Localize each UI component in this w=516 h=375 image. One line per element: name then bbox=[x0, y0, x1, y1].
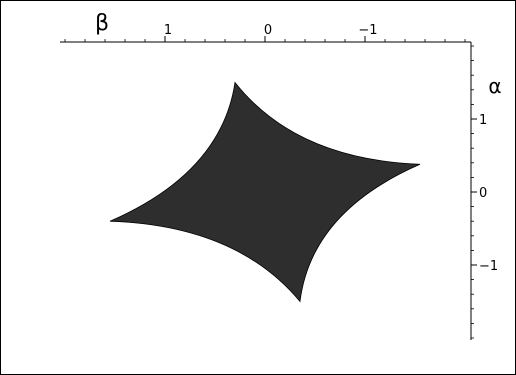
y-tick-label: −1 bbox=[479, 259, 498, 274]
y-tick-label: 1 bbox=[479, 113, 487, 128]
y-axis: 1 0 −1 bbox=[470, 42, 498, 340]
x-tick-label: 1 bbox=[164, 23, 172, 38]
y-tick-label: 0 bbox=[479, 186, 487, 201]
astroid-region bbox=[109, 81, 421, 303]
x-tick-label: 0 bbox=[264, 23, 272, 38]
x-axis-label: β bbox=[95, 11, 109, 36]
x-tick-label: −1 bbox=[358, 23, 377, 38]
y-axis-label: α bbox=[488, 74, 501, 98]
x-axis: 1 0 −1 bbox=[60, 23, 471, 43]
